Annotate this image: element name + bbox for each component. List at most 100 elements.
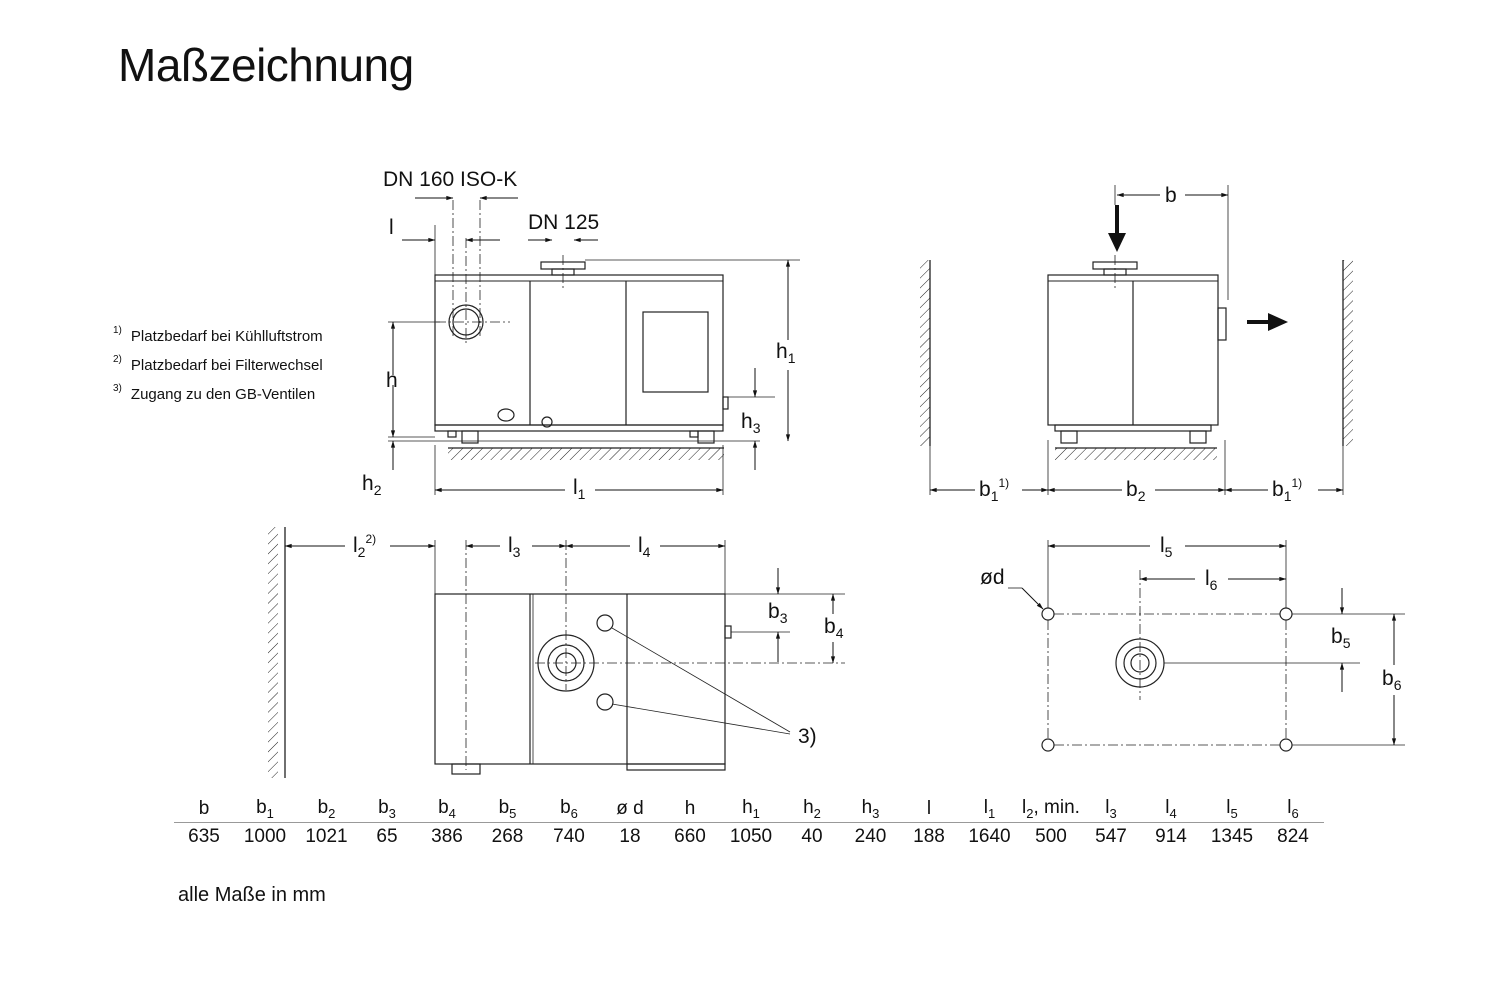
dim-label-b: b bbox=[1165, 184, 1177, 207]
dimension-value: 18 bbox=[619, 825, 641, 847]
dimension-symbol: l bbox=[899, 795, 959, 823]
dimension-symbol: b4 bbox=[417, 795, 477, 823]
floor-hatch bbox=[448, 448, 724, 460]
dimension-symbol-text: b bbox=[498, 796, 510, 818]
dimension-symbol: l4 bbox=[1140, 795, 1202, 823]
dim-label-b5: b5 bbox=[1331, 625, 1351, 651]
dimension-value: 914 bbox=[1155, 825, 1187, 847]
dimension-symbol-text: l bbox=[1022, 796, 1027, 818]
footnote-text: Platzbedarf bei Kühlluftstrom bbox=[130, 328, 323, 345]
side-connector bbox=[722, 396, 729, 410]
hole-diameter-label: ød bbox=[980, 566, 1005, 589]
dimension-symbol-text: ø d bbox=[616, 797, 644, 819]
dimension-value: 740 bbox=[553, 825, 585, 847]
pump-body-top bbox=[434, 593, 726, 765]
dimension-value: 240 bbox=[854, 825, 887, 847]
foot bbox=[447, 430, 457, 438]
dimension-symbol-text: l bbox=[1105, 796, 1110, 818]
footnote-text: Zugang zu den GB-Ventilen bbox=[130, 386, 316, 403]
dimension-symbol: b6 bbox=[538, 795, 600, 823]
footnote-text: Platzbedarf bei Filterwechsel bbox=[130, 357, 323, 374]
dimension-symbol-text: b bbox=[438, 796, 449, 818]
dim-label-b2: b2 bbox=[1126, 478, 1146, 504]
top-plate-side bbox=[434, 274, 724, 282]
leader-line bbox=[611, 703, 791, 735]
dimension-symbol-text: l bbox=[1165, 796, 1170, 818]
dimension-value: 40 bbox=[801, 825, 823, 847]
dimension-subscript: 5 bbox=[1230, 805, 1238, 821]
exhaust-connector bbox=[1217, 307, 1227, 341]
base-frame bbox=[434, 424, 724, 432]
mounting-hole bbox=[1279, 738, 1293, 752]
foot bbox=[461, 430, 479, 444]
dim-label-b1: b11) bbox=[979, 476, 1009, 504]
hole-leader bbox=[1021, 587, 1044, 610]
dimension-symbol: h3 bbox=[842, 795, 899, 823]
dim-label-b3: b3 bbox=[768, 600, 788, 626]
dimension-symbol: l3 bbox=[1082, 795, 1140, 823]
dimension-symbol-text: l bbox=[983, 796, 988, 818]
dimension-suffix: , min. bbox=[1033, 796, 1080, 818]
top-plate-end bbox=[1047, 274, 1219, 282]
outlet-label: DN 125 bbox=[528, 211, 599, 234]
footnote-3: 3) Zugang zu den GB-Ventilen bbox=[113, 378, 323, 407]
dimension-symbol: l2, min. bbox=[1020, 795, 1082, 823]
foot bbox=[1060, 430, 1078, 444]
dimension-subscript: 2 bbox=[813, 805, 821, 821]
dimension-value: 547 bbox=[1095, 825, 1127, 847]
dimension-subscript: 1 bbox=[266, 805, 274, 821]
foundation-dimensions bbox=[1047, 543, 1397, 746]
dimension-symbol-text: b bbox=[256, 796, 267, 818]
footnote-1: 1) Platzbedarf bei Kühlluftstrom bbox=[113, 320, 323, 349]
dimension-value: 1050 bbox=[729, 825, 773, 847]
dimension-symbol-text: l bbox=[1226, 796, 1231, 818]
dimension-symbol: ø d bbox=[600, 795, 660, 823]
end-view-centerlines bbox=[929, 185, 1344, 495]
dimension-symbol: l6 bbox=[1262, 795, 1324, 823]
wall-left-top-hatch bbox=[268, 527, 278, 778]
dimension-symbol: b2 bbox=[296, 795, 357, 823]
dimension-drawing: DN 160 ISO-K DN 125 l h h2 h1 h3 l1 bbox=[268, 168, 1405, 778]
foundation-port-inner bbox=[1130, 653, 1150, 673]
footnote-mark: 1) bbox=[113, 325, 122, 336]
inlet-flow-arrowhead bbox=[1108, 233, 1126, 252]
dimension-symbol: b3 bbox=[357, 795, 417, 823]
dimension-symbol-text: l bbox=[1287, 796, 1292, 818]
drain-port bbox=[497, 408, 515, 422]
wall-right-hatch bbox=[1343, 260, 1353, 446]
dimension-symbol: b1 bbox=[234, 795, 296, 823]
dimension-symbol-text: h bbox=[742, 796, 753, 818]
foot bbox=[689, 430, 699, 438]
gb-valve-port bbox=[596, 614, 614, 632]
dim-label-h1: h1 bbox=[776, 340, 796, 366]
dim-label-l2: l22) bbox=[353, 532, 376, 560]
dimension-subscript: 3 bbox=[388, 805, 396, 821]
footnote-2: 2)Platzbedarf bei Filterwechsel bbox=[113, 349, 323, 378]
dimension-subscript: 4 bbox=[448, 805, 456, 821]
end-view-dimensions bbox=[929, 192, 1344, 493]
pump-body-side bbox=[434, 274, 724, 426]
mounting-hole bbox=[1279, 607, 1293, 621]
dimension-value: 386 bbox=[431, 825, 463, 847]
footnote-mark: 3) bbox=[113, 383, 122, 394]
dim-label-l5: l5 bbox=[1160, 534, 1173, 560]
wall-left-hatch bbox=[920, 260, 930, 446]
side-view bbox=[434, 261, 729, 444]
top-view bbox=[434, 593, 732, 775]
dimension-value: 500 bbox=[1035, 825, 1067, 847]
inlet-label: DN 160 ISO-K bbox=[383, 168, 517, 191]
dimension-subscript: 3 bbox=[1109, 805, 1117, 821]
dimension-symbol: l1 bbox=[959, 795, 1020, 823]
dimension-value: 1345 bbox=[1210, 825, 1254, 847]
end-floor-hatch bbox=[1055, 448, 1217, 460]
dimension-symbol-text: h bbox=[803, 796, 814, 818]
dimension-symbol-text: h bbox=[861, 796, 873, 818]
valves-ref-label: 3) bbox=[798, 725, 817, 748]
dim-label-l6: l6 bbox=[1205, 567, 1218, 593]
unit-note: alle Maße in mm bbox=[178, 884, 326, 906]
dimension-subscript: 5 bbox=[509, 805, 517, 821]
page-title: Maßzeichnung bbox=[118, 39, 414, 91]
exhaust-flow-arrowhead bbox=[1268, 313, 1288, 331]
